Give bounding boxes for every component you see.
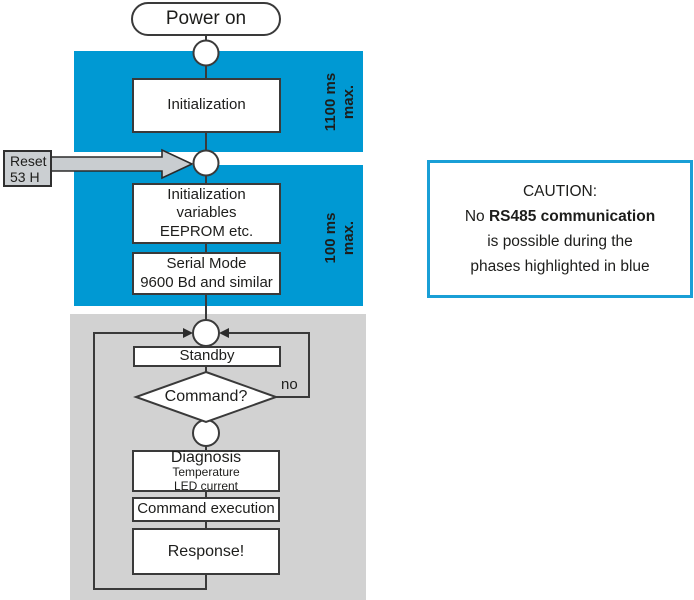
initialization-label: Initialization (167, 96, 246, 114)
caution-note: CAUTION: No RS485 communication is possi… (427, 160, 693, 298)
caution-line3: is possible during the (487, 233, 633, 250)
junction-circle-loop (192, 319, 220, 347)
junction-circle-reset (192, 149, 220, 177)
power-on-terminal: Power on (131, 2, 281, 36)
junction-circle-1 (192, 39, 220, 67)
response-box: Response! (132, 528, 280, 575)
decision-diamond (133, 370, 279, 424)
standby-box: Standby (133, 346, 281, 367)
phase2-duration-label: 100 ms max. (322, 212, 357, 264)
caution-line4: phases highlighted in blue (470, 258, 650, 275)
caution-line2: No RS485 communication (464, 208, 656, 225)
command-decision-label: Command? (164, 388, 248, 405)
initialization-box: Initialization (132, 78, 281, 133)
loop-arrowhead-left (183, 328, 193, 338)
command-execution-box: Command execution (132, 497, 280, 522)
reset-arrow (49, 148, 194, 180)
power-on-label: Power on (165, 8, 247, 30)
serial-mode-box: Serial Mode 9600 Bd and similar (132, 252, 281, 295)
reset-box: Reset 53 H (3, 150, 52, 187)
reset-label-line2: 53 H (10, 169, 40, 185)
diagnosis-box: Diagnosis Temperature LED current (132, 449, 280, 492)
no-branch-line (221, 332, 310, 398)
no-arrowhead-right (219, 328, 229, 338)
phase1-duration-label: 1100 ms max. (322, 72, 357, 132)
reset-label-line1: Reset (10, 153, 47, 169)
junction-circle-command (192, 419, 220, 447)
caution-title: CAUTION: (522, 183, 598, 200)
init-variables-box: Initialization variables EEPROM etc. (132, 183, 281, 244)
no-branch-label: no (281, 376, 298, 393)
caution-rs485-bold: RS485 communication (488, 208, 656, 225)
